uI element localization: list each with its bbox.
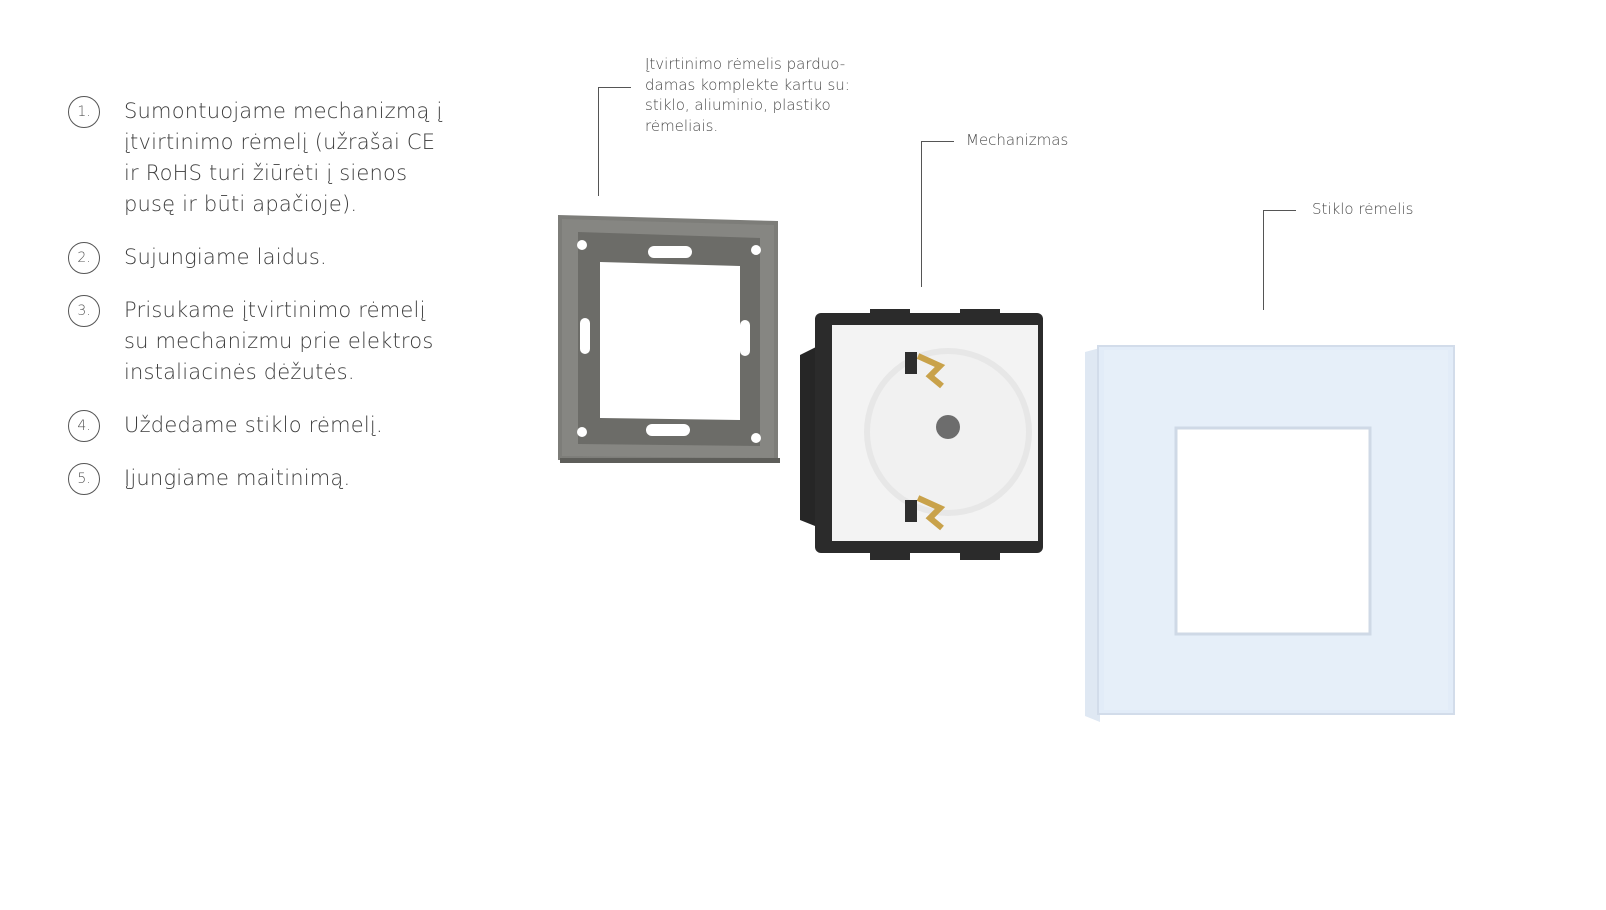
mounting-frame-image	[558, 215, 780, 463]
installation-steps: 1. Sumontuojame mechanizmą į įtvirtinimo…	[68, 96, 488, 516]
step-1: 1. Sumontuojame mechanizmą į įtvirtinimo…	[68, 96, 488, 220]
glass-frame-image	[1085, 345, 1455, 722]
step-2: 2. Sujungiame laidus.	[68, 242, 488, 274]
step-number: 1.	[68, 96, 100, 128]
step-3: 3. Prisukame įtvirtinimo rėmelį su mecha…	[68, 295, 488, 388]
step-text: Prisukame įtvirtinimo rėmelį su mechaniz…	[124, 298, 434, 384]
callout-glass-frame: Stiklo rėmelis	[1312, 200, 1414, 218]
step-text: Įjungiame maitinimą.	[124, 466, 351, 490]
step-number: 4.	[68, 410, 100, 442]
step-number: 2.	[68, 242, 100, 274]
callout-mechanism: Mechanizmas	[966, 131, 1069, 149]
step-text: Sujungiame laidus.	[124, 245, 327, 269]
step-number: 5.	[68, 463, 100, 495]
leader-mounting-frame	[598, 87, 631, 196]
leader-glass-frame	[1263, 210, 1296, 310]
step-text: Sumontuojame mechanizmą į įtvirtinimo rė…	[124, 99, 443, 216]
step-5: 5. Įjungiame maitinimą.	[68, 463, 488, 495]
socket-mechanism-image	[800, 309, 1043, 560]
leader-mechanism	[921, 141, 954, 287]
callout-mounting-frame: Įtvirtinimo rėmelis parduo-damas komplek…	[645, 55, 850, 135]
step-text: Uždedame stiklo rėmelį.	[124, 413, 383, 437]
step-4: 4. Uždedame stiklo rėmelį.	[68, 410, 488, 442]
step-number: 3.	[68, 295, 100, 327]
